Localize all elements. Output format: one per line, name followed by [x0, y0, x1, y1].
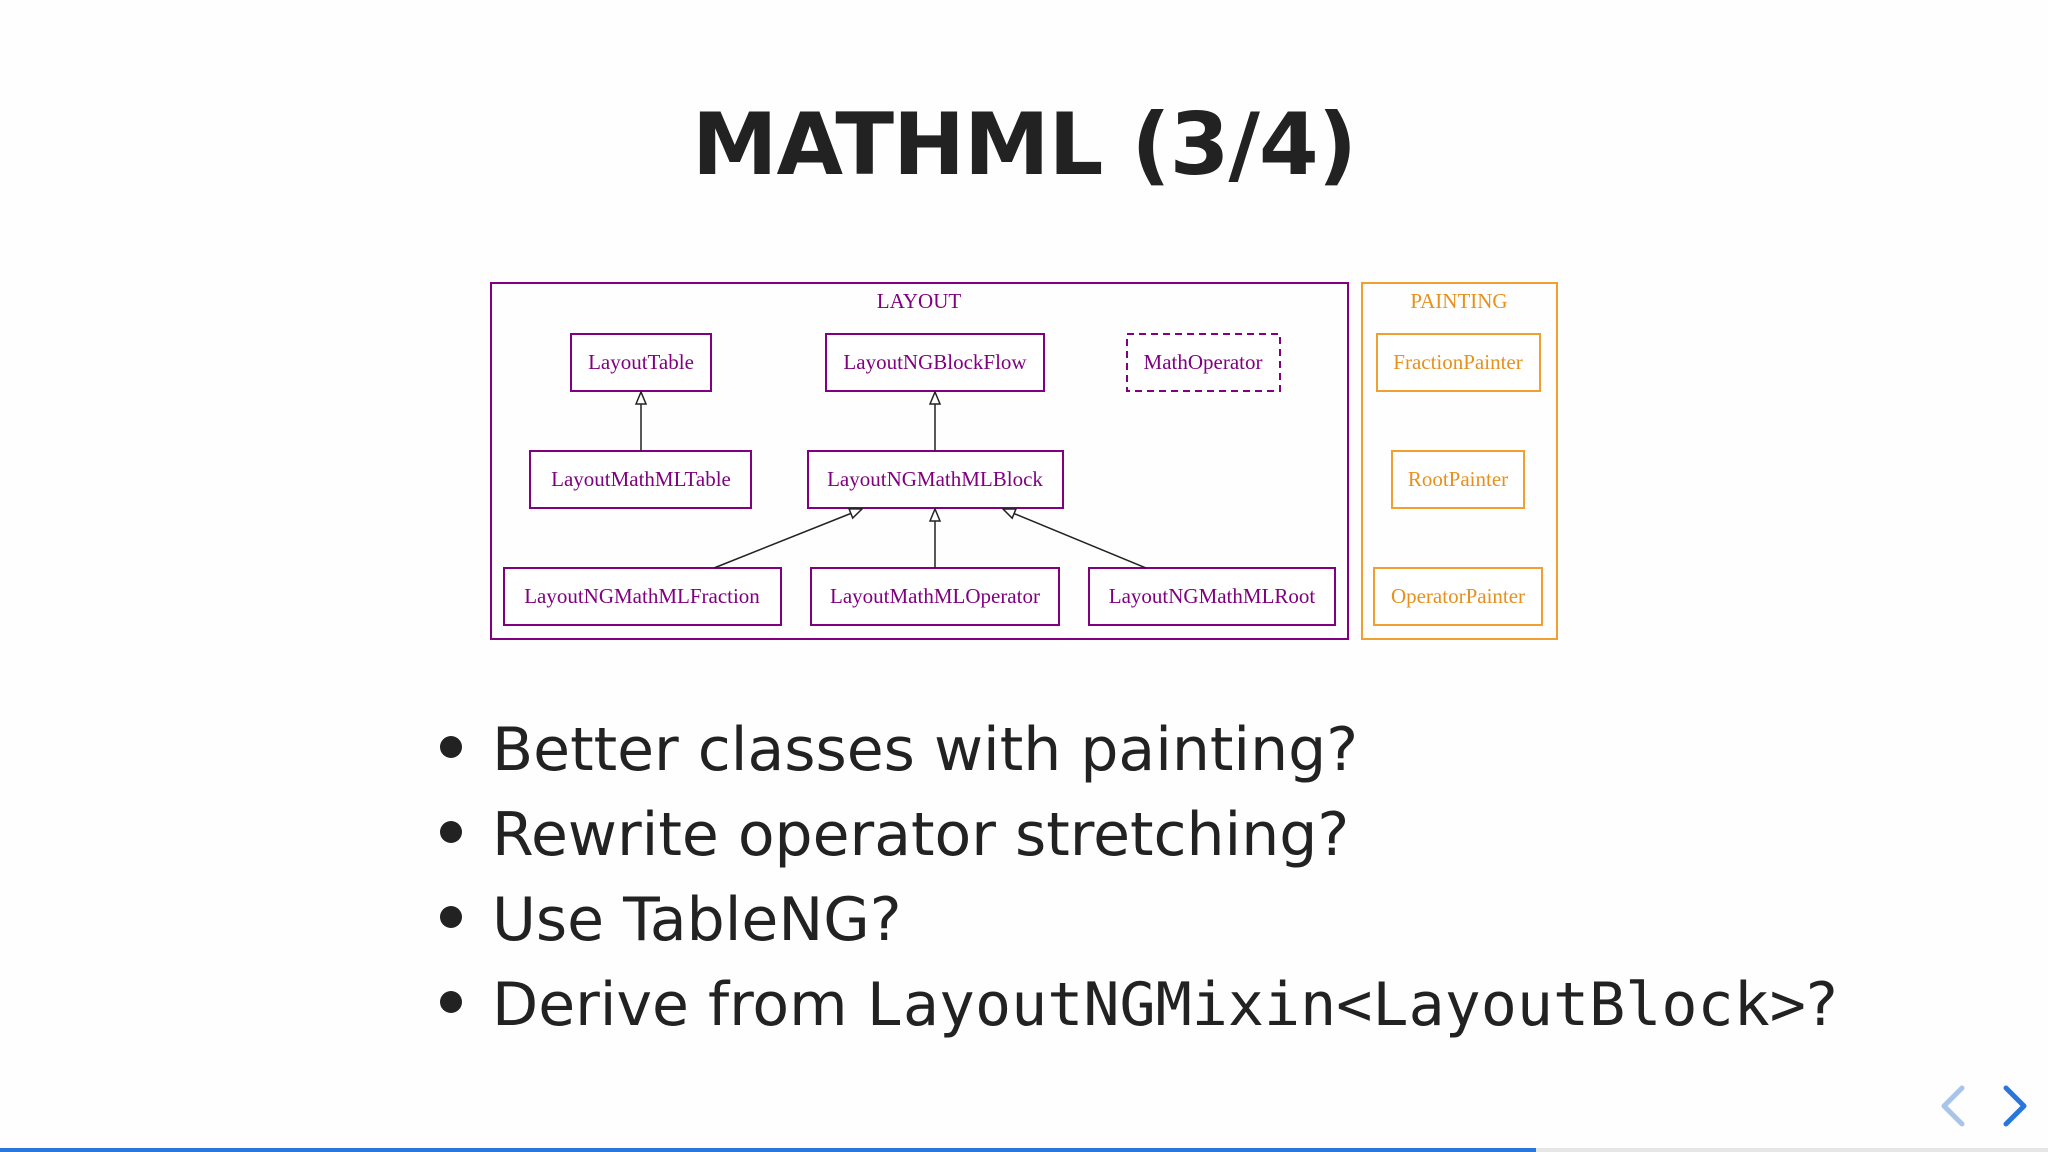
bullet-dot	[440, 821, 462, 844]
bullet-text-prefix: Derive from	[492, 970, 867, 1040]
inherit-arrow	[713, 509, 862, 569]
bullet-text: Rewrite operator stretching?	[492, 800, 1350, 870]
node-label: LayoutNGBlockFlow	[843, 350, 1027, 374]
bullet-text: Better classes with painting?	[492, 715, 1359, 785]
inherit-arrow	[1003, 509, 1147, 569]
bullet-item: Better classes with painting?	[440, 708, 1838, 793]
bullet-dot	[440, 736, 462, 759]
node-label: LayoutMathMLOperator	[830, 584, 1040, 608]
node-label: LayoutNGMathMLBlock	[827, 467, 1043, 491]
node-layout-ng-mathml-fraction: LayoutNGMathMLFraction	[503, 567, 782, 626]
bullet-dot	[440, 991, 462, 1014]
bullet-dot	[440, 906, 462, 929]
node-label: LayoutNGMathMLRoot	[1109, 584, 1316, 608]
progress-bar	[0, 1148, 2048, 1152]
bullet-item: Derive from LayoutNGMixin<LayoutBlock>?	[440, 963, 1838, 1048]
node-layout-table: LayoutTable	[570, 333, 712, 392]
node-layout-mathml-table: LayoutMathMLTable	[529, 450, 752, 509]
node-layout-mathml-operator: LayoutMathMLOperator	[810, 567, 1060, 626]
bullet-item: Use TableNG?	[440, 878, 1838, 963]
bullet-text-suffix: ?	[1805, 970, 1838, 1040]
bullet-code: LayoutNGMixin<LayoutBlock>	[866, 970, 1806, 1040]
painting-group-label: PAINTING	[1410, 289, 1507, 313]
node-label: LayoutNGMathMLFraction	[524, 584, 760, 608]
chevron-right-icon	[2003, 1085, 2027, 1127]
node-label: LayoutMathMLTable	[551, 467, 731, 491]
bullet-list: Better classes with painting? Rewrite op…	[440, 708, 1838, 1048]
node-layout-ng-mathml-root: LayoutNGMathMLRoot	[1088, 567, 1336, 626]
node-label: MathOperator	[1144, 350, 1263, 374]
node-layout-ng-block-flow: LayoutNGBlockFlow	[825, 333, 1045, 392]
node-fraction-painter: FractionPainter	[1376, 333, 1541, 392]
node-root-painter: RootPainter	[1391, 450, 1525, 509]
layout-group: LAYOUT LayoutTable LayoutNGBlockFlow Mat…	[490, 282, 1349, 640]
node-label: RootPainter	[1408, 467, 1508, 491]
node-operator-painter: OperatorPainter	[1373, 567, 1543, 626]
node-label: OperatorPainter	[1391, 584, 1525, 608]
chevron-left-icon	[1941, 1085, 1965, 1127]
node-layout-ng-mathml-block: LayoutNGMathMLBlock	[807, 450, 1064, 509]
painting-group: PAINTING FractionPainter RootPainter Ope…	[1361, 282, 1558, 640]
bullet-item: Rewrite operator stretching?	[440, 793, 1838, 878]
node-math-operator: MathOperator	[1126, 333, 1281, 392]
node-label: LayoutTable	[588, 350, 694, 374]
slide-title: MATHML (3/4)	[691, 95, 1357, 195]
progress-fill	[0, 1148, 1536, 1152]
next-slide-button[interactable]	[1994, 1082, 2034, 1130]
layout-group-label: LAYOUT	[877, 289, 962, 313]
bullet-text: Use TableNG?	[492, 885, 902, 955]
node-label: FractionPainter	[1393, 350, 1522, 374]
prev-slide-button[interactable]	[1934, 1082, 1974, 1130]
